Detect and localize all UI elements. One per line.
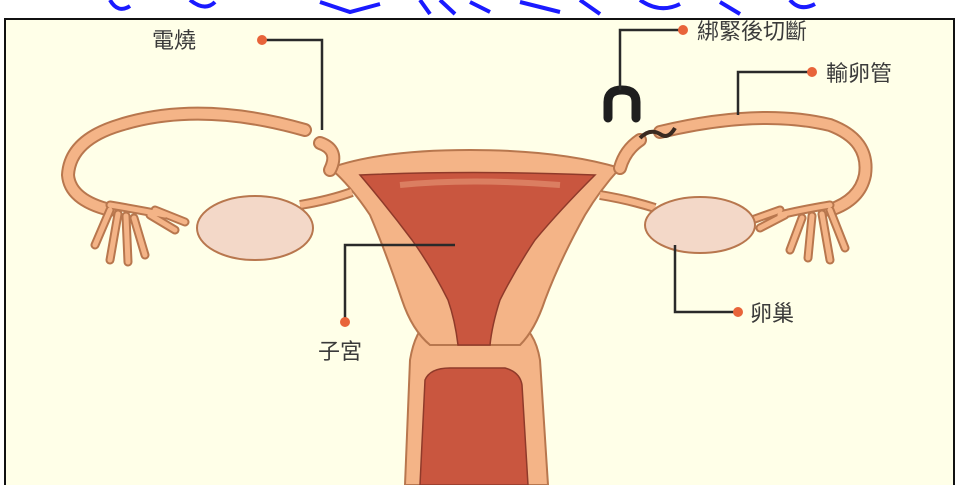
- ligation-marker: [678, 25, 688, 35]
- uterus-marker: [340, 317, 350, 327]
- left-ovary: [197, 196, 313, 260]
- fallopian-tube-marker: [807, 67, 817, 77]
- ovary-marker: [733, 307, 743, 317]
- cautery-marker: [257, 35, 267, 45]
- cropped-title: [110, 0, 815, 14]
- uterus-body: [330, 150, 620, 345]
- cautery-label: 電燒: [152, 29, 196, 54]
- right-ovary: [645, 197, 755, 253]
- uterus-label: 子宮: [318, 340, 362, 365]
- fallopian-tube-leader: [738, 72, 810, 115]
- ovary-label: 卵巢: [750, 302, 794, 327]
- ovary-leader: [675, 245, 735, 312]
- fallopian-tube-label: 輸卵管: [826, 62, 892, 87]
- clip-icon: [608, 90, 636, 118]
- ligation-label: 綁緊後切斷: [697, 20, 807, 45]
- ligation-leader: [620, 30, 680, 90]
